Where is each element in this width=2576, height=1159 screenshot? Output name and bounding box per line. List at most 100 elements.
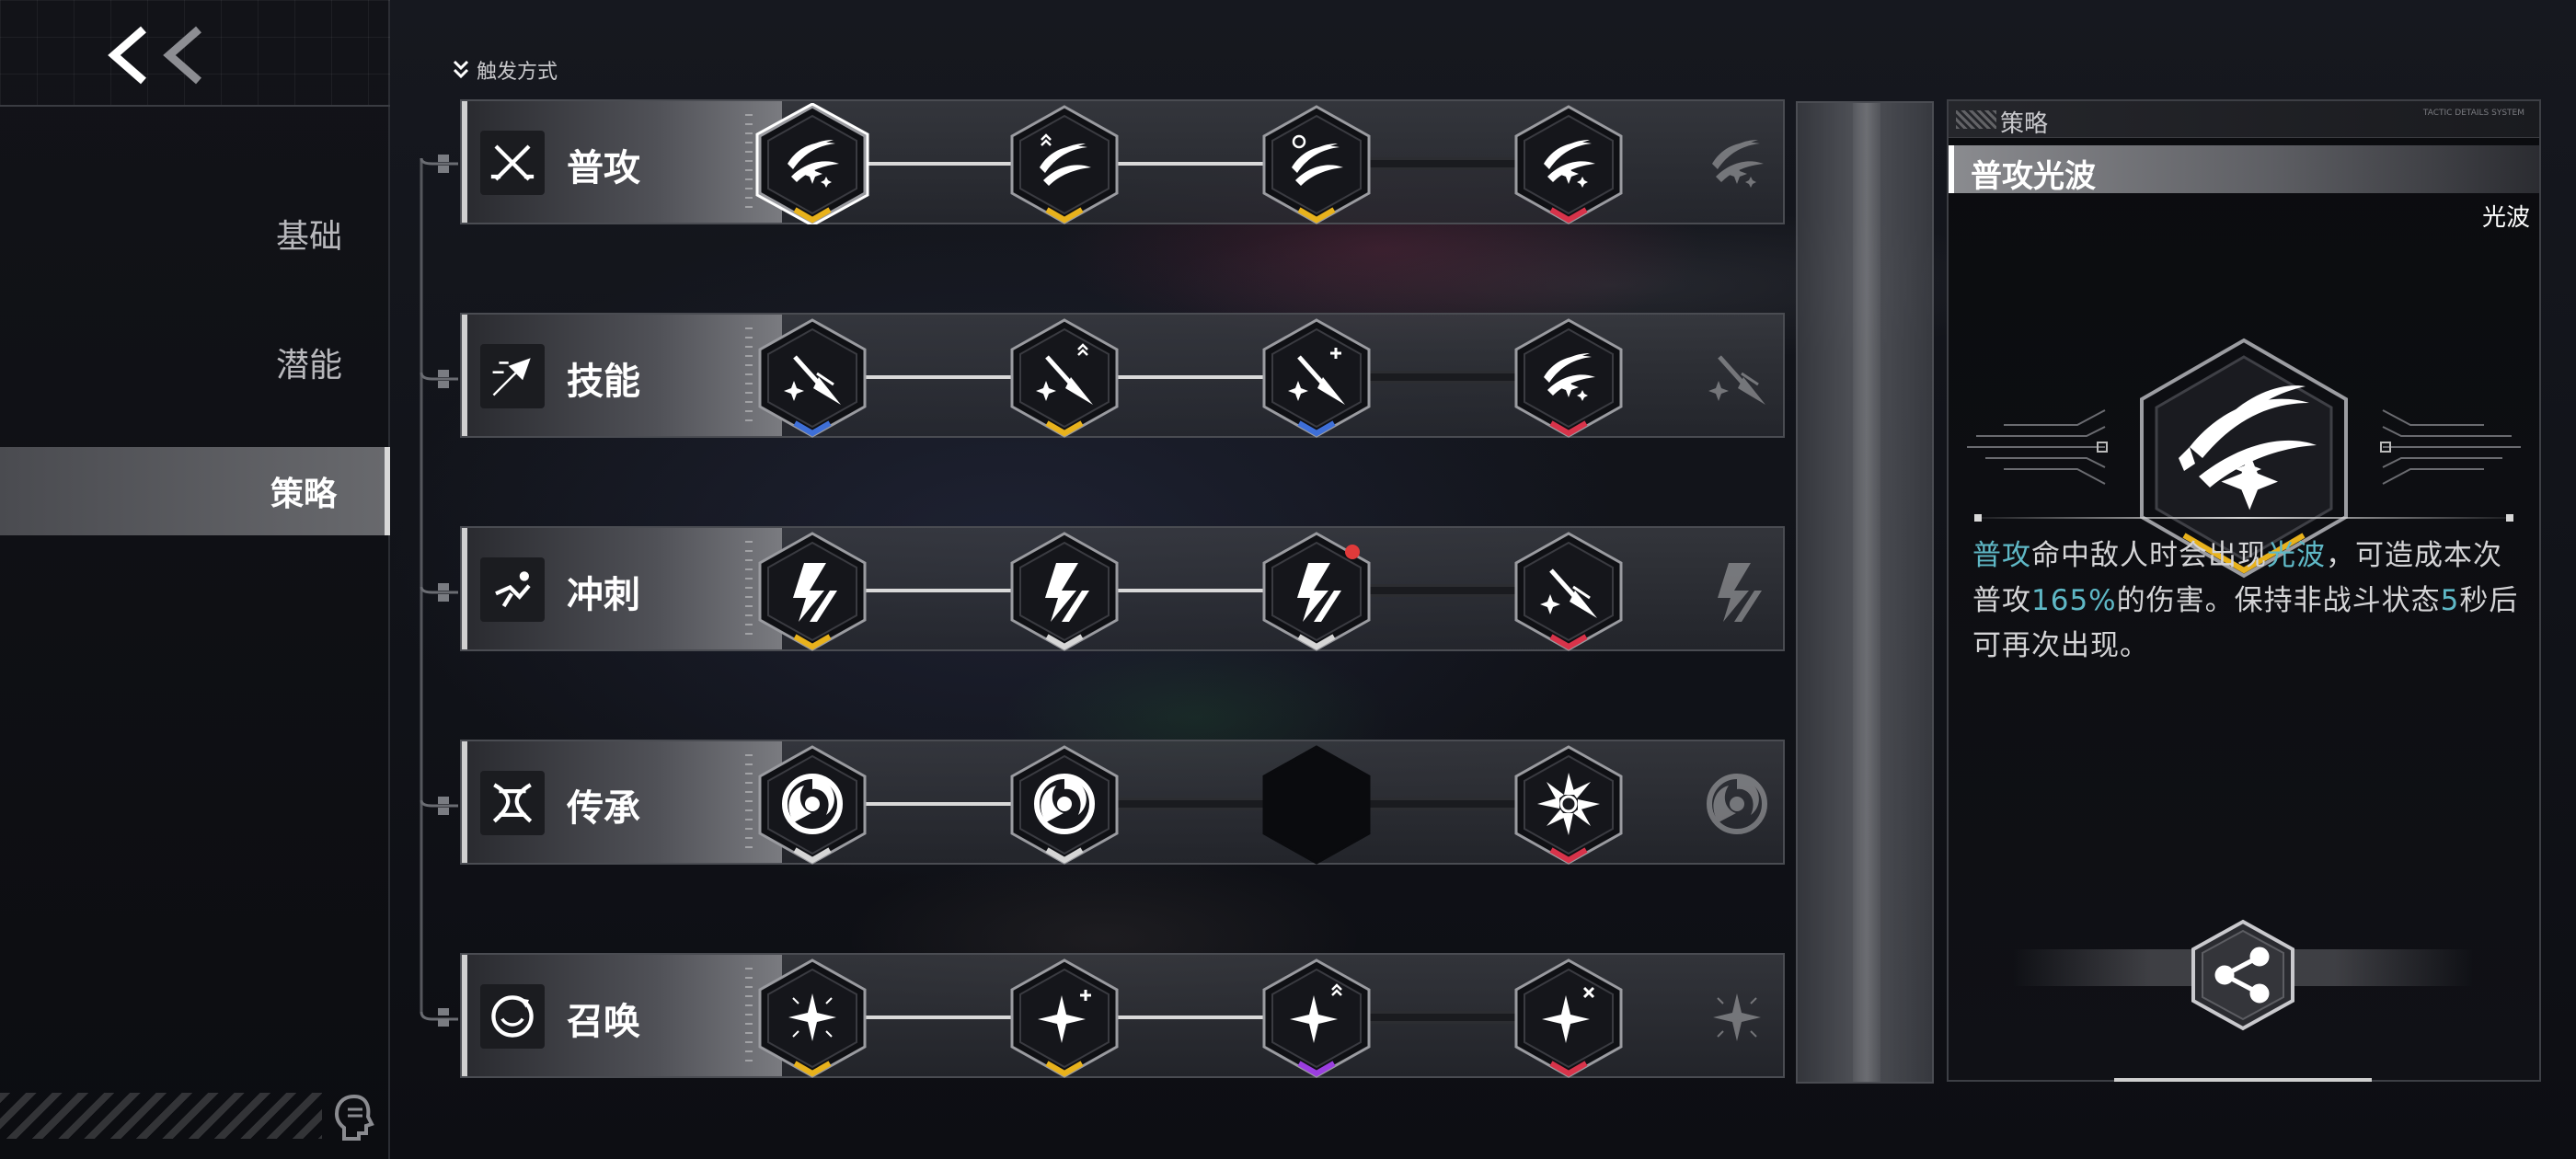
row-ghost-icon	[1702, 342, 1772, 412]
share-icon	[2191, 919, 2294, 1031]
decorative-ticks	[745, 968, 753, 1063]
node-connector	[1115, 1016, 1266, 1019]
strategy-node-spiral-burst[interactable]	[1509, 743, 1628, 865]
strategy-node-feather-slash-sparkle[interactable]	[753, 103, 872, 224]
tree-connector	[420, 155, 458, 1027]
row-ghost-icon	[1702, 556, 1772, 625]
row-category-2[interactable]: 冲刺	[462, 528, 782, 649]
strategy-node-empty-slot	[1257, 743, 1376, 865]
checker-pattern	[1956, 110, 1996, 129]
strategy-node-feather-slash-sparkle[interactable]	[1509, 316, 1628, 438]
row-category-3[interactable]: 传承	[462, 741, 782, 863]
row-category-label: 召唤	[567, 1001, 640, 1043]
feedback-button[interactable]	[331, 1091, 377, 1142]
node-connector	[1367, 1011, 1518, 1024]
decorative-stripes	[0, 1093, 322, 1139]
strategy-node-spear-sparkle[interactable]	[1509, 530, 1628, 651]
sidebar: 基础 潜能 策略	[0, 0, 390, 1159]
row-category-label: 技能	[567, 361, 640, 403]
strategy-node-star-sparkle-plus[interactable]	[1005, 957, 1124, 1078]
node-connector	[863, 375, 1014, 379]
skill-title-bar: 普攻光波	[1949, 145, 2539, 195]
desc-text: 的伤害。保持非战斗状态	[2116, 584, 2441, 617]
panel-section-label: 策略	[2000, 110, 2049, 138]
row-ghost-icon	[1702, 769, 1772, 839]
node-connector	[863, 162, 1014, 166]
trigger-mode-label: 触发方式	[477, 61, 558, 84]
dna-helix-icon	[480, 771, 545, 835]
share-button[interactable]	[2182, 916, 2304, 1032]
node-connector	[1367, 157, 1518, 170]
chat-head-icon	[334, 1094, 374, 1141]
strategy-node-lightning-bolt[interactable]	[1257, 530, 1376, 651]
strategy-row: 普攻	[460, 99, 1785, 224]
strategy-node-spear-plus[interactable]	[1257, 316, 1376, 438]
row-category-label: 冲刺	[567, 574, 640, 616]
summon-circle-icon	[480, 984, 545, 1049]
row-ghost-icon	[1702, 129, 1772, 199]
arrow-burst-icon	[480, 344, 545, 408]
node-connector	[863, 1016, 1014, 1019]
strategy-node-star-sparkle-up[interactable]	[1257, 957, 1376, 1078]
decorative-divider	[1796, 101, 1934, 1084]
nav-item-potential[interactable]: 潜能	[275, 347, 342, 384]
strategy-node-vortex[interactable]	[753, 743, 872, 865]
panel-divider	[1974, 514, 2513, 522]
back-button[interactable]	[103, 20, 213, 90]
skill-description: 普攻命中敌人时会出现光波，可造成本次普攻165%的伤害。保持非战斗状态5秒后可再…	[1972, 534, 2521, 669]
node-connector	[1115, 798, 1266, 810]
double-chevron-down-icon	[453, 60, 469, 79]
strategy-node-vortex[interactable]	[1005, 743, 1124, 865]
strategy-node-spear-up[interactable]	[1005, 316, 1124, 438]
row-category-label: 普攻	[567, 147, 640, 189]
desc-text: ，可造成本次普攻	[1972, 539, 2502, 617]
nav-item-strategy[interactable]: 策略	[0, 447, 390, 535]
strategy-node-lightning-bolt[interactable]	[753, 530, 872, 651]
strategy-node-spear-sparkle[interactable]	[753, 316, 872, 438]
decorative-ticks	[745, 327, 753, 423]
node-connector	[1115, 589, 1266, 592]
row-category-1[interactable]: 技能	[462, 315, 782, 436]
skill-title: 普攻光波	[1971, 158, 2096, 195]
panel-tiny-text: TACTIC DETAILS SYSTEM	[2422, 109, 2524, 118]
trigger-mode-header: 触发方式	[453, 55, 558, 85]
node-connector	[1367, 798, 1518, 810]
strategy-node-lightning-bolt[interactable]	[1005, 530, 1124, 651]
row-category-label: 传承	[567, 787, 640, 830]
row-ghost-icon	[1702, 982, 1772, 1052]
panel-bottom-bar	[2114, 1078, 2372, 1082]
row-category-4[interactable]: 召唤	[462, 955, 782, 1076]
decorative-ticks	[745, 114, 753, 210]
desc-highlight: 光波	[2267, 539, 2326, 572]
row-category-0[interactable]: 普攻	[462, 101, 782, 223]
nav-item-basic[interactable]: 基础	[275, 218, 342, 256]
desc-highlight: 165%	[2031, 584, 2117, 617]
decorative-ticks	[745, 754, 753, 850]
strategy-node-feather-slash-sparkle[interactable]	[1509, 103, 1628, 224]
strategy-row: 技能	[460, 313, 1785, 438]
strategy-row: 传承	[460, 740, 1785, 865]
double-chevron-left-icon	[108, 26, 201, 85]
back-area	[0, 0, 390, 107]
strategy-node-star-sparkle[interactable]	[753, 957, 872, 1078]
desc-text: 秒后可再次出现。	[1972, 584, 2519, 662]
node-connector	[1367, 584, 1518, 597]
node-connector	[863, 802, 1014, 806]
feather-slash-sparkle-icon	[1967, 338, 2521, 579]
strategy-node-star-sparkle-x[interactable]	[1509, 957, 1628, 1078]
strategy-node-feather-slash-up[interactable]	[1005, 103, 1124, 224]
node-connector	[1115, 375, 1266, 379]
desc-highlight: 普攻	[1972, 539, 2031, 572]
panel-header: 策略 TACTIC DETAILS SYSTEM	[1949, 101, 2539, 138]
desc-highlight: 5	[2440, 584, 2460, 617]
detail-panel: 策略 TACTIC DETAILS SYSTEM 普攻光波 光波 普攻命中敌人时	[1947, 99, 2541, 1082]
node-connector	[1115, 162, 1266, 166]
skill-tag: 光波	[2481, 204, 2530, 232]
node-connector	[1367, 371, 1518, 384]
crossed-swords-icon	[480, 131, 545, 195]
strategy-node-feather-slash-swirl[interactable]	[1257, 103, 1376, 224]
strategy-row: 召唤	[460, 953, 1785, 1078]
dash-runner-icon	[480, 557, 545, 622]
strategy-row: 冲刺	[460, 526, 1785, 651]
node-connector	[863, 589, 1014, 592]
